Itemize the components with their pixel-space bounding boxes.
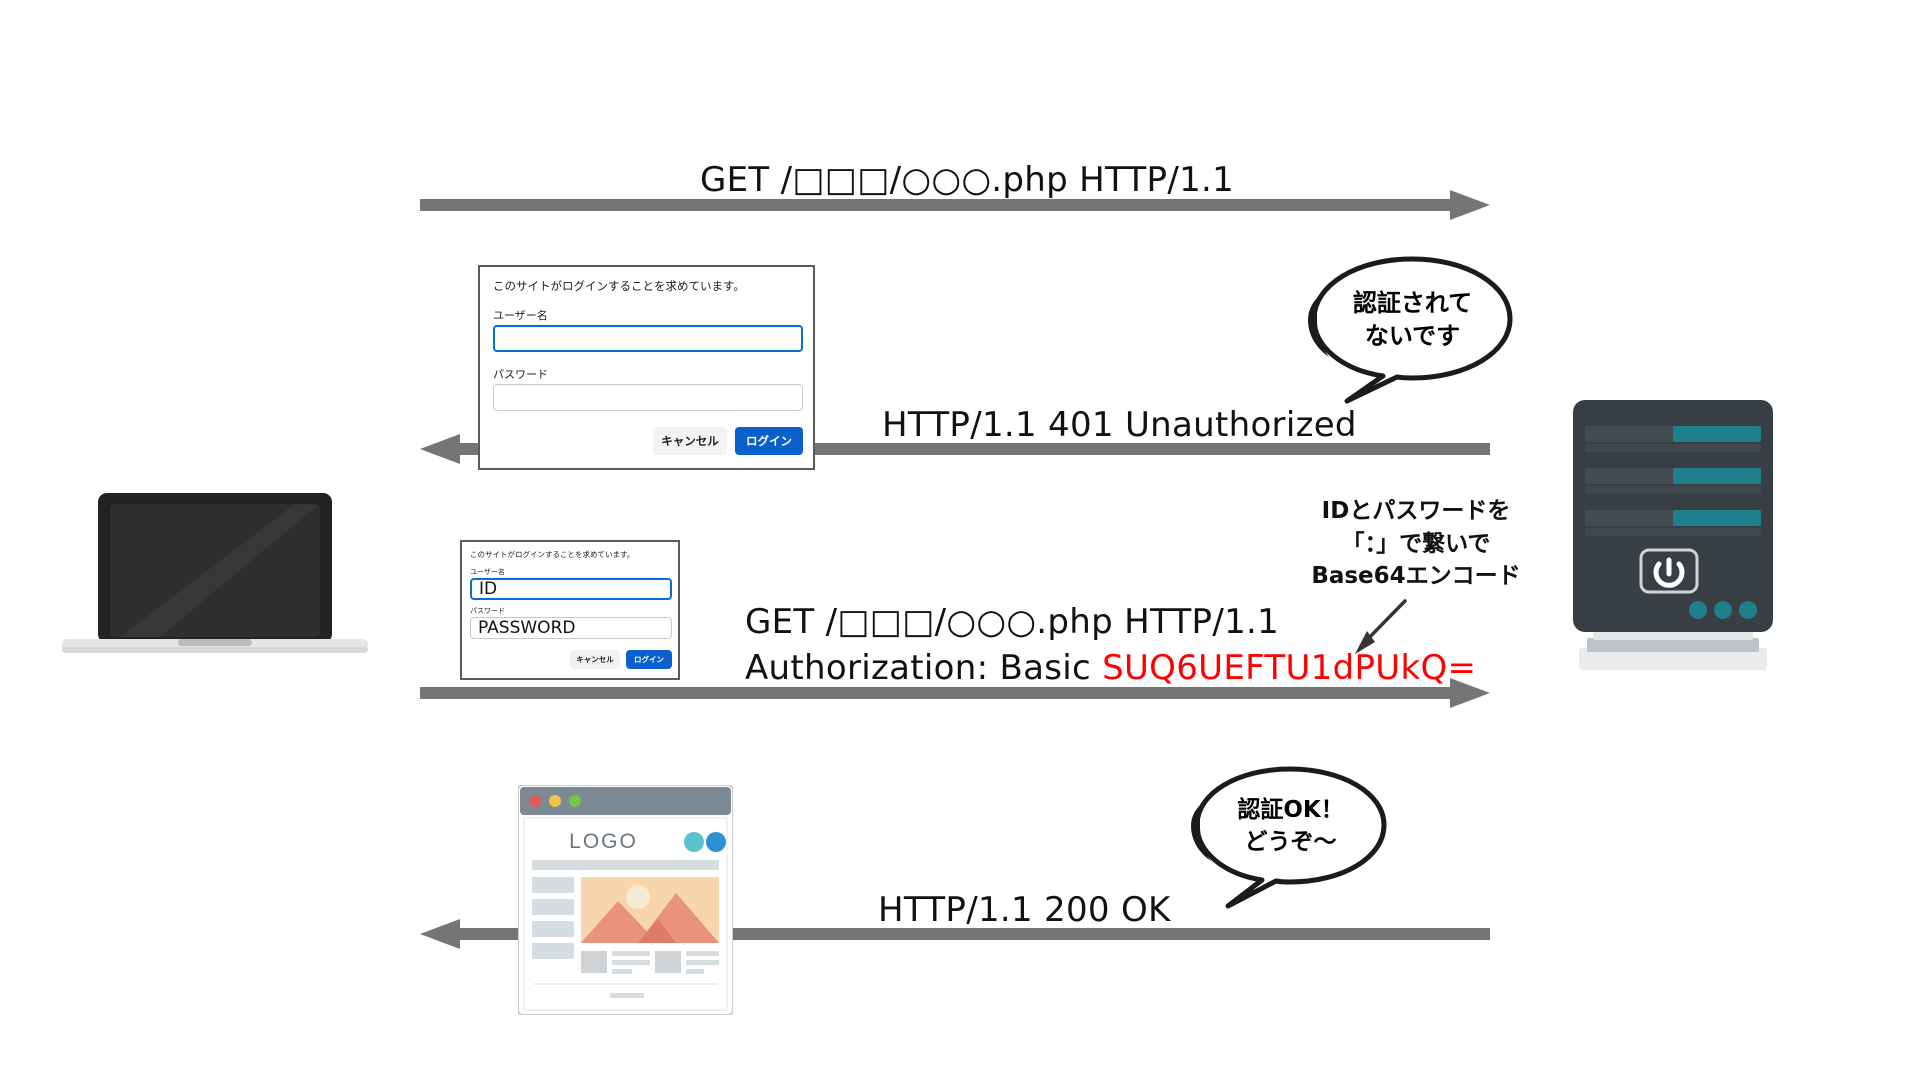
- arrow-response-200: [420, 919, 1490, 949]
- authorization-basic-token: SUQ6UEFTU1dPUkQ=: [1102, 648, 1477, 688]
- password-input-filled[interactable]: PASSWORD: [470, 617, 672, 639]
- bubble-unauthorized: 認証されて ないです: [1305, 255, 1520, 405]
- cancel-button-filled[interactable]: キャンセル: [570, 650, 620, 669]
- login-button-filled[interactable]: ログイン: [626, 650, 672, 669]
- arrow-request-2: [420, 678, 1490, 708]
- bubble-unauthorized-text: 認証されて ないです: [1352, 289, 1473, 351]
- label-request-1: GET /□□□/○○○.php HTTP/1.1: [700, 160, 1235, 200]
- label-response-200: HTTP/1.1 200 OK: [878, 890, 1171, 930]
- bubble-auth-ok: 認証OK！ どうぞ～: [1188, 765, 1393, 910]
- window-minimize-dot: [549, 795, 561, 807]
- label-response-401: HTTP/1.1 401 Unauthorized: [882, 405, 1357, 445]
- password-label-filled: パスワード: [470, 607, 505, 615]
- login-dialog-title-filled: このサイトがログインすることを求めています。: [470, 550, 635, 559]
- login-dialog-filled[interactable]: このサイトがログインすることを求めています。 ユーザー名 ID パスワード PA…: [460, 540, 680, 680]
- label-request-2-line2: Authorization: Basic SUQ6UEFTU1dPUkQ=: [745, 648, 1476, 688]
- badge-blue: [706, 832, 726, 852]
- window-close-dot: [529, 795, 541, 807]
- arrow-response-401: [420, 434, 1490, 464]
- password-input[interactable]: [493, 384, 803, 411]
- window-maximize-dot: [569, 795, 581, 807]
- note-pointer-arrow: [1355, 599, 1407, 654]
- username-input[interactable]: [493, 325, 803, 352]
- username-label: ユーザー名: [493, 309, 548, 322]
- login-dialog-empty[interactable]: このサイトがログインすることを求めています。 ユーザー名 パスワード キャンセル…: [478, 265, 815, 470]
- browser-logo-text: LOGO: [569, 830, 638, 853]
- badge-teal: [684, 832, 704, 852]
- username-input-filled[interactable]: ID: [470, 578, 672, 600]
- cancel-button[interactable]: キャンセル: [653, 427, 727, 455]
- browser-mockup-window: LOGO: [517, 784, 734, 1016]
- authorization-header-prefix: Authorization: Basic: [745, 648, 1103, 688]
- login-dialog-buttons-filled: キャンセル ログイン: [470, 650, 672, 669]
- password-label: パスワード: [493, 368, 548, 381]
- note-base64: IDとパスワードを 「：」で繋いで Base64エンコード: [1311, 498, 1521, 590]
- login-button[interactable]: ログイン: [735, 427, 803, 455]
- web-server: [1573, 400, 1773, 670]
- arrow-request-1: [420, 190, 1490, 220]
- login-dialog-buttons: キャンセル ログイン: [493, 427, 803, 455]
- power-button-icon: [1639, 548, 1699, 594]
- bubble-auth-ok-text: 認証OK！ どうぞ～: [1237, 797, 1344, 855]
- login-dialog-title: このサイトがログインすることを求めています。: [493, 279, 745, 293]
- server-led-rows: [1585, 426, 1761, 536]
- username-label-filled: ユーザー名: [470, 568, 505, 576]
- client-laptop: [62, 493, 368, 653]
- label-request-2-line1: GET /□□□/○○○.php HTTP/1.1: [745, 602, 1280, 642]
